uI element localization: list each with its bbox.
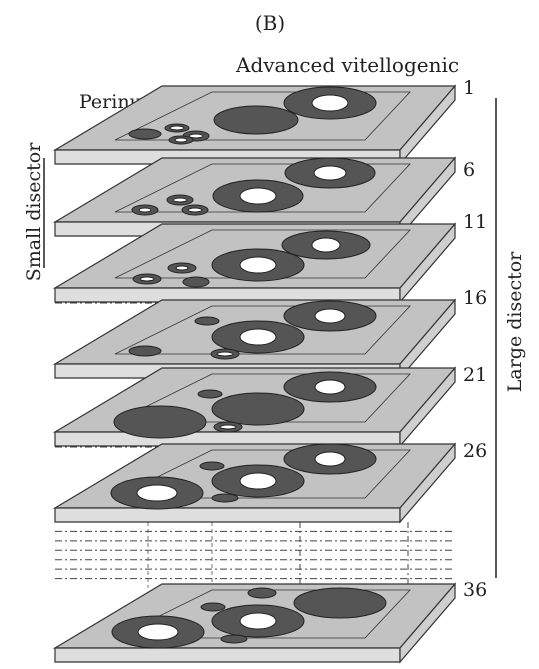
slab-side-face	[399, 222, 456, 304]
oocyte-profile	[200, 602, 226, 612]
slab-side-face	[399, 442, 456, 524]
small-disector-label: Small disector	[23, 142, 45, 282]
counting-frame	[114, 163, 411, 213]
nucleus	[188, 133, 204, 139]
counting-frame	[114, 305, 411, 355]
panel-label: (B)	[255, 11, 285, 35]
section-slab	[52, 582, 457, 664]
nucleus	[175, 265, 189, 271]
nucleus	[311, 94, 349, 112]
section-slab	[52, 366, 457, 448]
oocyte-profile	[194, 316, 220, 326]
nucleus	[313, 165, 347, 181]
nucleus	[138, 207, 152, 213]
nucleus	[314, 451, 346, 467]
oocyte-profile	[247, 587, 277, 599]
section-slab	[52, 298, 457, 380]
oocyte-profile	[197, 389, 223, 399]
nucleus	[239, 256, 277, 274]
oocyte-profile	[211, 392, 305, 426]
nucleus	[314, 379, 346, 395]
nucleus	[239, 328, 277, 346]
large-disector-label: Large disector	[504, 251, 526, 392]
nucleus	[239, 187, 277, 205]
nucleus	[137, 623, 179, 641]
section-number: 6	[463, 159, 475, 181]
oocyte-profile	[128, 128, 162, 140]
nucleus	[172, 197, 188, 203]
section-stack	[52, 84, 457, 664]
section-number: 21	[463, 364, 487, 386]
oocyte-profile	[199, 461, 225, 471]
nucleus	[174, 137, 188, 143]
oocyte-profile	[293, 587, 387, 619]
oocyte-profile	[182, 276, 210, 288]
section-slab	[52, 222, 457, 304]
counting-frame	[114, 91, 411, 141]
section-number-labels: 1 6 11 16 21 26 36	[463, 77, 487, 601]
nucleus	[187, 207, 203, 213]
nucleus	[239, 472, 277, 490]
slab-front-face	[54, 507, 401, 523]
nucleus	[216, 351, 234, 357]
oocyte-profile	[128, 345, 162, 357]
nucleus	[139, 276, 155, 282]
nucleus	[169, 125, 185, 131]
slab-side-face	[399, 366, 456, 448]
advanced-vitellogenic-label: Advanced vitellogenic	[235, 53, 459, 77]
nucleus	[311, 237, 341, 253]
oocyte-profile	[220, 634, 248, 644]
oocyte-profile	[113, 405, 207, 439]
oocyte-profile	[213, 105, 299, 135]
nucleus	[136, 484, 178, 502]
counting-frame	[114, 449, 411, 499]
section-number: 1	[463, 77, 475, 99]
nucleus	[239, 612, 277, 630]
section-number: 36	[463, 579, 487, 601]
section-number: 26	[463, 440, 487, 462]
section-number: 16	[463, 287, 487, 309]
counting-frame	[114, 589, 411, 639]
dash-guides	[55, 522, 453, 588]
nucleus	[314, 308, 346, 324]
nucleus	[219, 424, 237, 430]
oocyte-profile	[211, 493, 239, 503]
slab-front-face	[54, 647, 401, 663]
section-number: 11	[463, 211, 487, 233]
section-slab	[52, 442, 457, 524]
slab-side-face	[399, 582, 456, 664]
